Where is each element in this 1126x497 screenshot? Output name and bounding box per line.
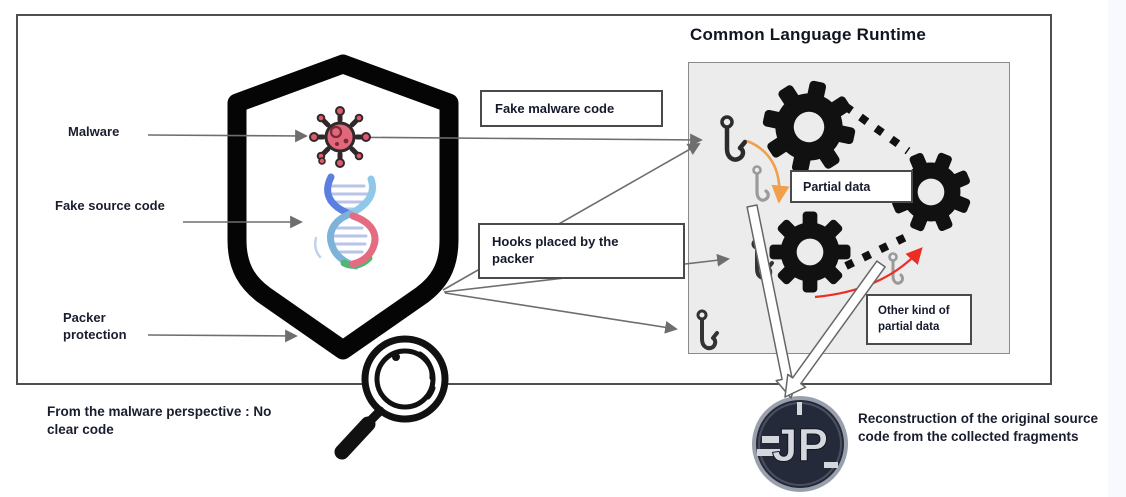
callout-hooks-placed-text: Hooks placed by the packer [492, 234, 619, 266]
callout-other-partial-data-text: Other kind of partial data [878, 304, 950, 333]
note-reconstruction: Reconstruction of the original source co… [858, 411, 1099, 445]
label-fake-source-code: Fake source code [55, 198, 165, 213]
note-malware-perspective: From the malware perspective : No clear … [47, 404, 272, 438]
callout-fake-malware-code: Fake malware code [480, 90, 663, 127]
label-malware: Malware [68, 124, 120, 139]
callout-partial-data-text: Partial data [803, 179, 871, 194]
callout-fake-malware-code-text: Fake malware code [495, 101, 615, 116]
callout-hooks-placed: Hooks placed by the packer [478, 223, 685, 279]
page-edge-strip [1108, 0, 1126, 497]
clr-title: Common Language Runtime [690, 25, 926, 44]
jp-logo-icon: JP [752, 396, 848, 492]
label-packer-protection: Packer protection [63, 310, 127, 342]
callout-partial-data: Partial data [790, 170, 913, 203]
callout-other-partial-data: Other kind of partial data [866, 294, 972, 345]
diagram-border [16, 14, 1052, 385]
jp-logo-text: JP [772, 419, 828, 471]
